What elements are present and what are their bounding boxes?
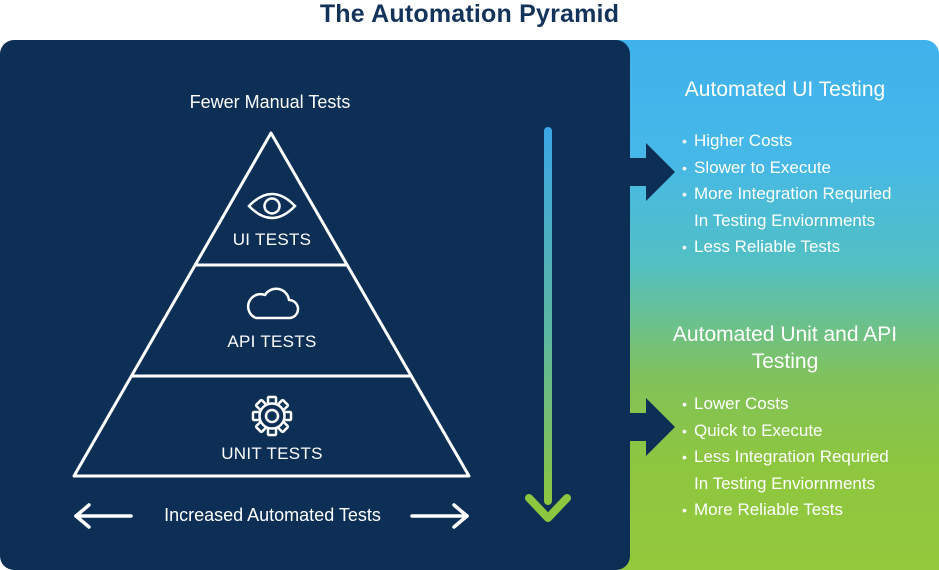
ui-testing-title: Automated UI Testing [684,78,886,101]
left-arrow-icon [74,503,133,529]
page-title: The Automation Pyramid [319,0,620,28]
down-arrow-icon [525,127,571,522]
unit-api-testing-bullets: Lower Costs Quick to Execute Less Integr… [682,391,889,524]
list-item: Less Reliable Tests [682,234,892,261]
increased-automated-tests-label: Increased Automated Tests [164,505,381,525]
pyramid-outline [72,131,471,478]
api-tests-label: API TESTS [227,332,317,351]
pyramid-panel [0,40,630,570]
pointer-arrow-lower-icon [630,398,675,456]
gear-icon [251,395,293,437]
list-item: Less Integration Requried In Testing Env… [682,444,889,497]
ui-testing-bullets: Higher Costs Slower to Execute More Inte… [682,128,892,261]
ui-tests-label: UI TESTS [232,230,312,249]
list-item: Slower to Execute [682,155,892,182]
list-item: More Integration Requried In Testing Env… [682,181,892,234]
pointer-arrow-upper-icon [630,143,675,201]
right-arrow-icon [410,503,469,529]
eye-icon [247,192,297,220]
cloud-icon [246,287,300,320]
list-item: More Reliable Tests [682,497,889,524]
unit-tests-label: UNIT TESTS [221,444,323,463]
unit-api-testing-title: Automated Unit and API Testing [672,323,898,373]
list-item: Quick to Execute [682,418,889,445]
list-item: Higher Costs [682,128,892,155]
fewer-manual-tests-label: Fewer Manual Tests [189,92,351,112]
list-item: Lower Costs [682,391,889,418]
